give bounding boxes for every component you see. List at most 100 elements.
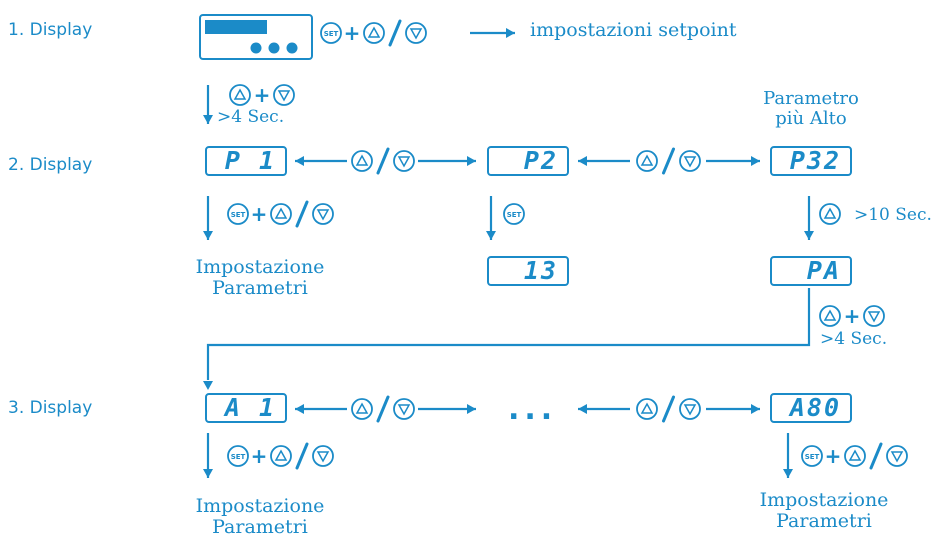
arrow-icon [751, 404, 760, 414]
down-triangle-icon [890, 451, 904, 463]
down-triangle-icon [397, 156, 411, 168]
parameter-setting-line2: Parametri [212, 515, 308, 538]
hold-4-sec-label: >4 Sec. [217, 107, 285, 127]
down-key-icon [679, 150, 701, 172]
up-key-icon [819, 305, 841, 327]
set-key-icon [227, 203, 249, 225]
display-p2: P2 [487, 146, 569, 176]
hold-10-sec-label: >10 Sec. [854, 205, 932, 225]
up-key-icon [270, 203, 292, 225]
setpoint-settings-label: impostazioni setpoint [530, 19, 737, 41]
slash-separator [376, 395, 390, 423]
up-triangle-icon [640, 402, 654, 414]
arrow-icon [295, 156, 304, 166]
plus-sign: + [251, 444, 268, 468]
arrow-icon [467, 404, 476, 414]
up-key-icon [351, 150, 373, 172]
up-key-icon [363, 22, 385, 44]
row-label-2: 2. Display [8, 155, 93, 175]
up-triangle-icon [233, 88, 247, 100]
up-triangle-icon [640, 154, 654, 166]
parameter-setting-line2: Parametri [212, 276, 308, 299]
set-key-label: SET [231, 211, 246, 219]
up-triangle-icon [355, 154, 369, 166]
set-key-icon [227, 445, 249, 467]
up-triangle-icon [367, 26, 381, 38]
display-value-13: 13 [487, 256, 569, 286]
controller-button-dot [268, 42, 280, 54]
up-triangle-icon [823, 207, 837, 219]
parameter-setting-line2: Parametri [776, 509, 872, 532]
display-a80: A80 [770, 393, 852, 423]
plus-sign: + [825, 444, 842, 468]
plus-sign: + [344, 21, 361, 45]
parameter-setting-line1: Impostazione [759, 489, 889, 511]
row-label-1: 1. Display [8, 20, 93, 40]
slash-separator [376, 147, 390, 175]
down-triangle-icon [867, 311, 881, 323]
display-pa: PA [770, 256, 852, 286]
down-key-icon [312, 203, 334, 225]
set-key-icon [801, 445, 823, 467]
highest-parameter-label: Parametro più Alto [746, 89, 876, 129]
controller-screen-icon [205, 20, 267, 34]
down-triangle-icon [683, 156, 697, 168]
up-key-icon [819, 203, 841, 225]
arrow-icon [578, 404, 587, 414]
plus-sign: + [844, 304, 861, 328]
up-key-icon [229, 84, 251, 106]
up-triangle-icon [355, 402, 369, 414]
arrow-icon [783, 469, 793, 478]
arrow-icon [203, 231, 213, 240]
down-key-icon [863, 305, 885, 327]
down-triangle-icon [277, 90, 291, 102]
up-key-icon [636, 150, 658, 172]
down-key-icon [679, 398, 701, 420]
up-key-icon [351, 398, 373, 420]
down-key-icon [312, 445, 334, 467]
set-key-label: SET [324, 30, 339, 38]
down-triangle-icon [316, 451, 330, 463]
parameter-setting-label-2: Impostazione Parametri [180, 496, 340, 538]
parameter-setting-line1: Impostazione [195, 495, 325, 517]
highest-parameter-line1: Parametro [763, 88, 859, 109]
up-triangle-icon [274, 207, 288, 219]
down-key-icon [405, 22, 427, 44]
up-triangle-icon [848, 449, 862, 461]
parameter-setting-line1: Impostazione [195, 256, 325, 278]
display-a1: A 1 [205, 393, 287, 423]
parameter-setting-label-3: Impostazione Parametri [744, 490, 904, 532]
arrow-icon [578, 156, 587, 166]
down-triangle-icon [683, 404, 697, 416]
down-key-icon [393, 398, 415, 420]
down-key-icon [886, 445, 908, 467]
set-key-label: SET [507, 211, 522, 219]
up-key-icon [270, 445, 292, 467]
controller-button-dot [250, 42, 262, 54]
highest-parameter-line2: più Alto [775, 107, 847, 129]
slash-separator [388, 19, 402, 47]
slash-separator [662, 147, 675, 175]
connector-line [206, 288, 811, 380]
arrow-icon [467, 156, 476, 166]
display-p1: P 1 [205, 146, 287, 176]
ellipsis: ... [508, 392, 558, 427]
slash-separator [662, 395, 675, 423]
set-key-icon [320, 22, 342, 44]
arrow-icon [751, 156, 760, 166]
arrow-icon [203, 115, 213, 124]
slash-separator [295, 442, 309, 470]
arrow-icon [203, 469, 213, 478]
set-key-label: SET [805, 453, 820, 461]
down-triangle-icon [316, 209, 330, 221]
arrow-icon [486, 231, 496, 240]
down-triangle-icon [397, 404, 411, 416]
controller-display-icon [199, 14, 313, 60]
slash-separator [295, 200, 309, 228]
set-key-label: SET [231, 453, 246, 461]
arrow-icon [804, 231, 814, 240]
row-label-3: 3. Display [8, 398, 93, 418]
plus-sign: + [251, 202, 268, 226]
